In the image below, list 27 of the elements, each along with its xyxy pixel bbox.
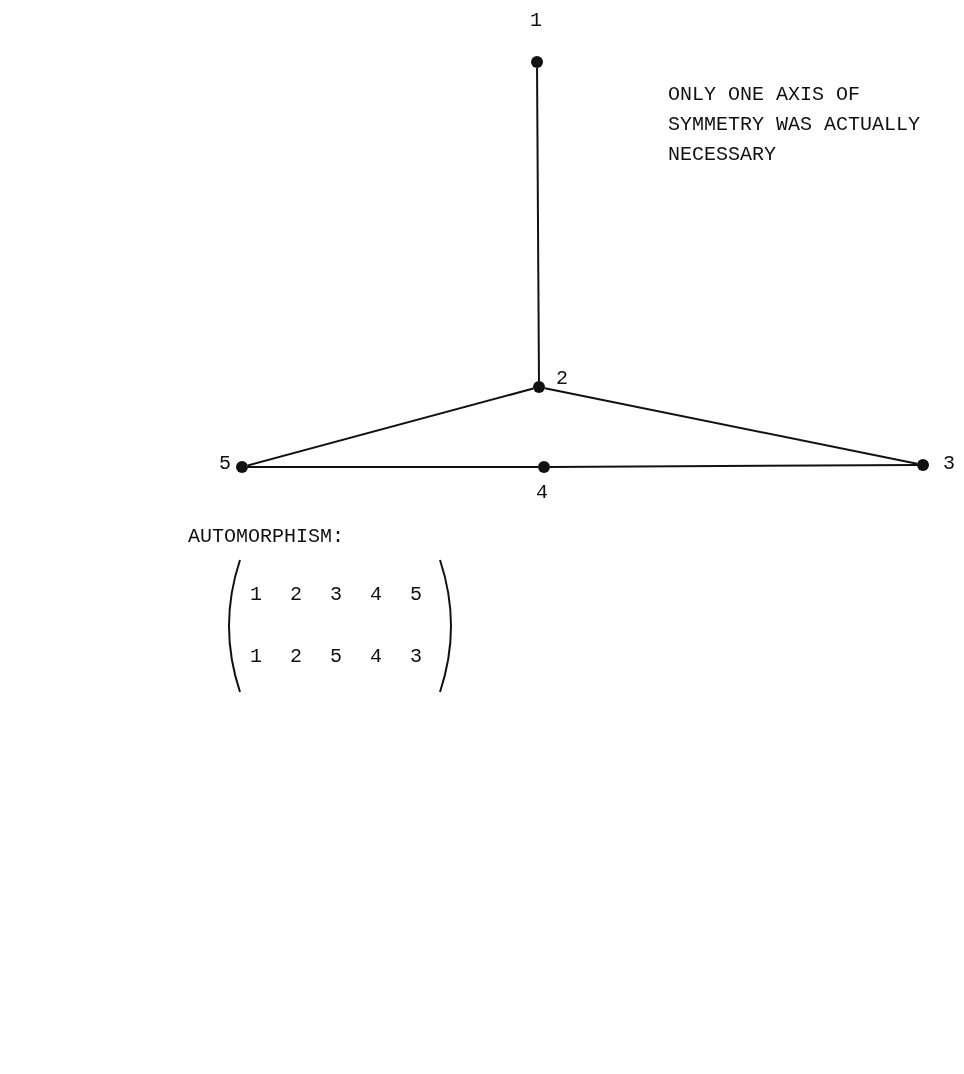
vertex-label: 4 xyxy=(536,482,548,504)
edge-line xyxy=(247,466,539,468)
matrix-entry: 3 xyxy=(330,584,342,606)
vertex-label: 1 xyxy=(530,10,542,32)
vertex-dot xyxy=(531,56,543,68)
vertex-label: 5 xyxy=(219,453,231,475)
matrix-entry: 5 xyxy=(330,646,342,668)
matrix-entry: 1 xyxy=(250,646,262,668)
vertex-dot xyxy=(236,461,248,473)
vertex-dot xyxy=(538,461,550,473)
heading-text: AUTOMORPHISM: xyxy=(188,526,345,548)
matrix-entry: 4 xyxy=(370,584,382,606)
matrix-entry: 2 xyxy=(290,646,302,668)
matrix-entry: 1 xyxy=(250,584,262,606)
edge-line xyxy=(536,67,540,382)
note-text: ONLY ONE AXIS OF SYMMETRY WAS ACTUALLY NECESSARY xyxy=(668,82,922,168)
matrix-entry: 3 xyxy=(410,646,422,668)
vertex-dot xyxy=(917,459,929,471)
edge-line xyxy=(543,387,919,465)
edge-line xyxy=(246,387,535,467)
vertex-label: 2 xyxy=(556,368,568,390)
matrix-entry: 4 xyxy=(370,646,382,668)
matrix-entry: 5 xyxy=(410,584,422,606)
vertex-dot xyxy=(533,381,545,393)
matrix-entry: 2 xyxy=(290,584,302,606)
edge-line xyxy=(549,464,918,468)
vertex-label: 3 xyxy=(943,453,955,475)
